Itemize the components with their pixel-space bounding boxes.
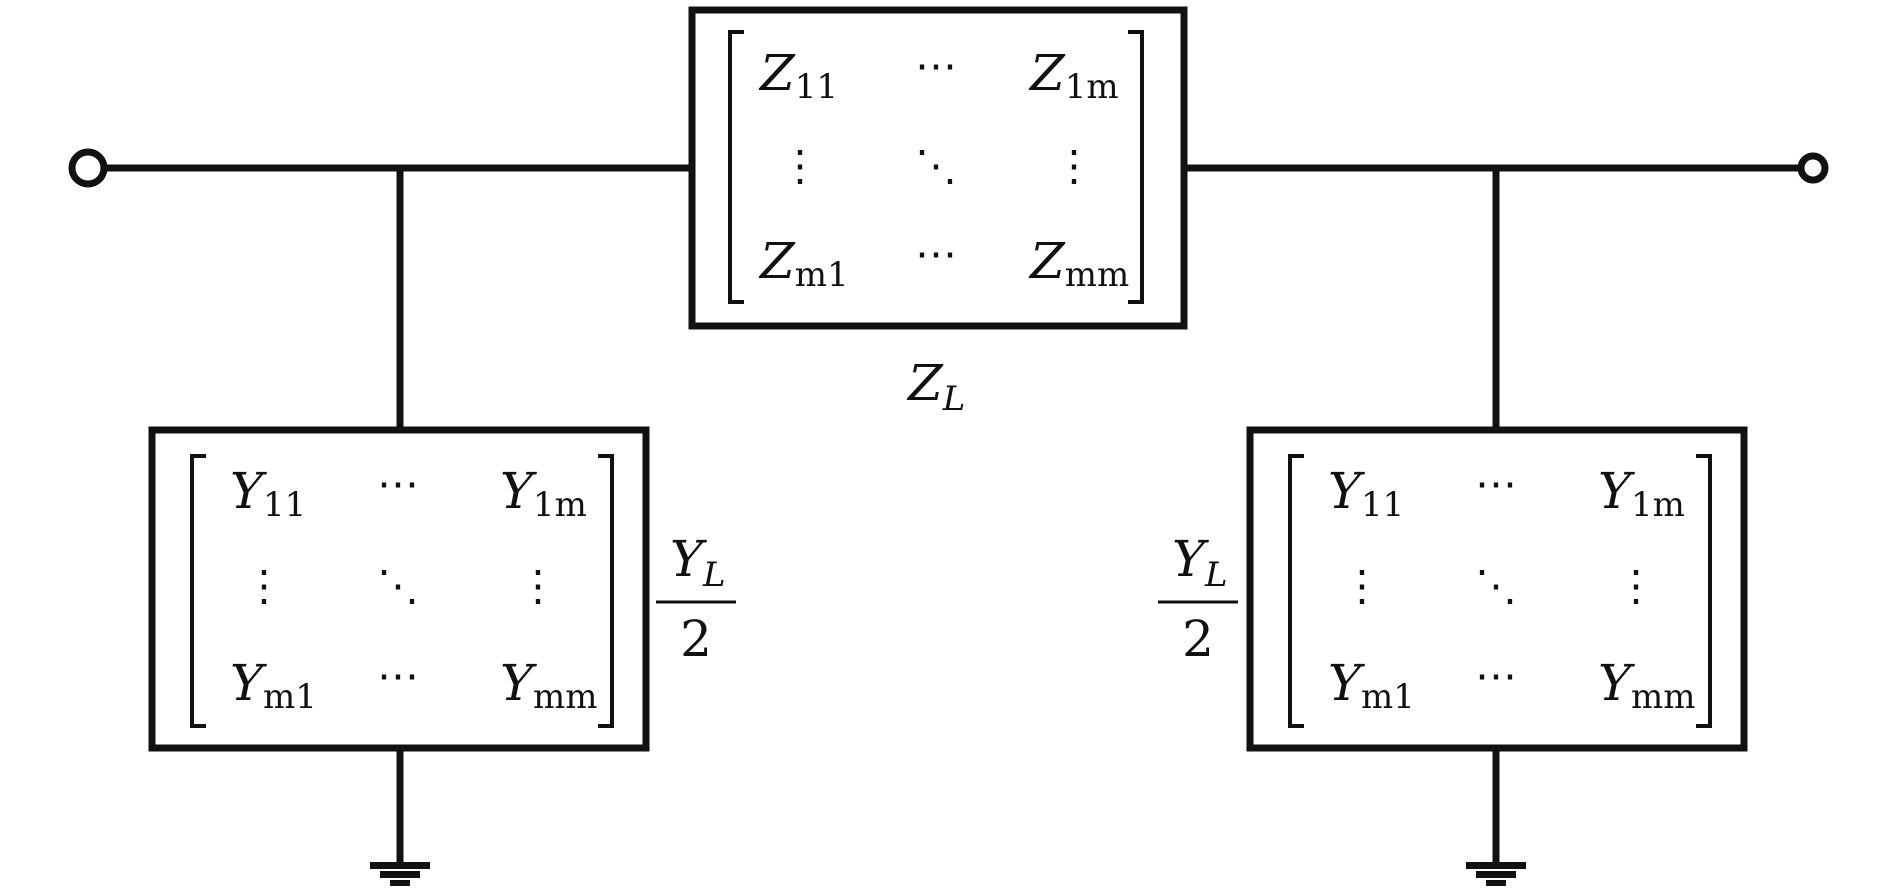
left-label-numerator: YL (670, 530, 726, 595)
right-vdots-right: ⋮ (1615, 561, 1657, 610)
left-vdots-left: ⋮ (243, 561, 285, 610)
right-hdots-bottom: ⋯ (1475, 651, 1517, 700)
left-ground-icon (370, 862, 430, 886)
right-entry-top-right: Y1m (1598, 462, 1685, 525)
right-label-denominator: 2 (1182, 610, 1214, 668)
series-entry-bottom-left: Zm1 (758, 232, 849, 295)
left-ddots: ⋱ (377, 561, 419, 610)
right-entry-bottom-left: Ym1 (1328, 654, 1415, 717)
left-shunt-box (148, 426, 650, 752)
series-matrix: Z11 ⋯ Z1m ⋮ ⋱ ⋮ Zm1 ⋯ Zmm (758, 41, 1129, 295)
left-hdots-top: ⋯ (377, 459, 419, 508)
right-hdots-top: ⋯ (1475, 459, 1517, 508)
series-ddots: ⋱ (915, 141, 957, 190)
left-terminal (68, 148, 108, 188)
left-entry-bottom-right: Ymm (500, 654, 598, 717)
right-ddots: ⋱ (1475, 561, 1517, 610)
series-hdots-bottom: ⋯ (915, 229, 957, 278)
series-hdots-top: ⋯ (915, 41, 957, 90)
series-matrix-brackets (728, 30, 1144, 304)
left-entry-top-right: Y1m (500, 462, 587, 525)
series-vdots-right: ⋮ (1053, 141, 1095, 190)
right-shunt-label: YL 2 (1158, 530, 1238, 668)
left-matrix-brackets (190, 454, 614, 728)
series-label: ZL (906, 354, 965, 419)
right-label-numerator: YL (1172, 530, 1228, 595)
left-shunt-matrix: Y11 ⋯ Y1m ⋮ ⋱ ⋮ Ym1 ⋯ Ymm (230, 459, 598, 717)
left-vdots-right: ⋮ (517, 561, 559, 610)
right-entry-top-left: Y11 (1328, 462, 1404, 525)
right-shunt-box (1246, 426, 1748, 752)
right-matrix-brackets (1288, 454, 1712, 728)
right-vdots-left: ⋮ (1341, 561, 1383, 610)
series-entry-bottom-right: Zmm (1028, 232, 1129, 295)
series-vdots-left: ⋮ (779, 141, 821, 190)
series-entry-top-left: Z11 (758, 44, 838, 107)
right-entry-bottom-right: Ymm (1598, 654, 1696, 717)
left-hdots-bottom: ⋯ (377, 651, 419, 700)
right-terminal (1797, 152, 1829, 184)
wires (100, 164, 1800, 862)
right-shunt-matrix: Y11 ⋯ Y1m ⋮ ⋱ ⋮ Ym1 ⋯ Ymm (1328, 459, 1696, 717)
series-impedance-box (688, 6, 1188, 330)
left-entry-top-left: Y11 (230, 462, 306, 525)
left-label-denominator: 2 (680, 610, 712, 668)
right-ground-icon (1466, 862, 1526, 886)
left-entry-bottom-left: Ym1 (230, 654, 317, 717)
left-shunt-label: YL 2 (656, 530, 736, 668)
series-entry-top-right: Z1m (1028, 44, 1119, 107)
